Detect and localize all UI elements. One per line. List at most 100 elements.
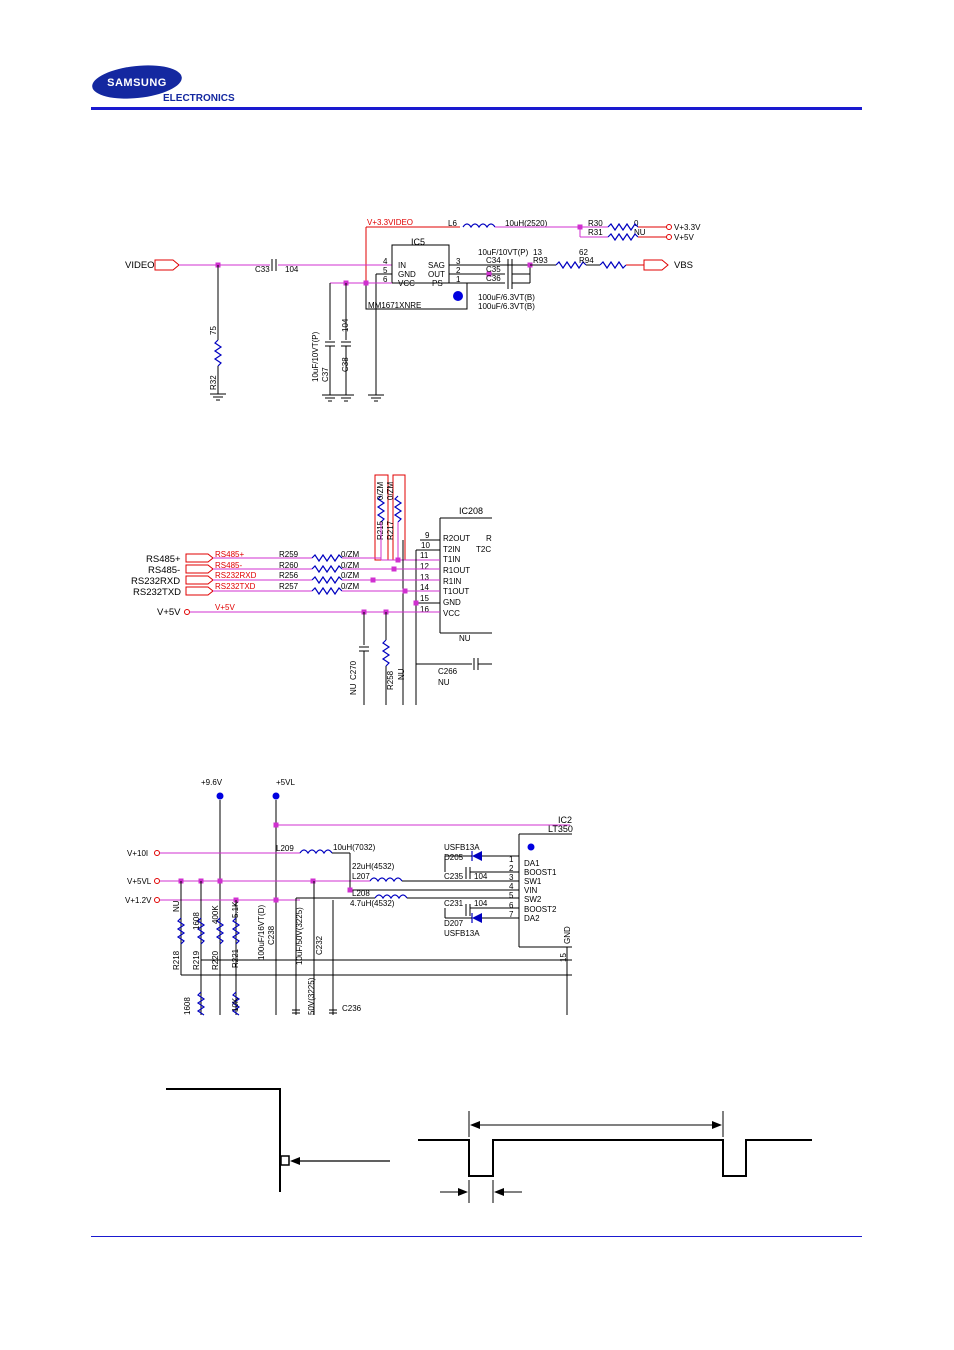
ic5-pin-num-3: 3: [456, 257, 461, 266]
period-arrow-left: [470, 1121, 480, 1129]
label-c231-value: 104: [474, 899, 488, 908]
label-r260: R260: [279, 561, 299, 570]
label-r259-value: 0/ZM: [341, 550, 360, 559]
net-v12v: V+1.2V: [125, 896, 152, 905]
ic2-pin-num-1: 1: [509, 855, 514, 864]
label-c37-value: 10uF/10VT(P): [311, 331, 320, 382]
net-v5: V+5V: [674, 233, 694, 242]
diode-d207: [472, 913, 482, 923]
inductor-l208: [374, 894, 408, 900]
ic208-pin-vcc: VCC: [443, 609, 460, 618]
label-c33-value: 104: [285, 265, 299, 274]
label-c266-value: NU: [438, 678, 450, 687]
ground-symbol: [322, 394, 384, 402]
label-l6-value: 10uH(2520): [505, 219, 548, 228]
inductor-l207: [369, 877, 403, 883]
label-r221: R221: [231, 948, 240, 968]
ic208-pin-num-10: 10: [421, 541, 430, 550]
label-50v3225: 50V(3225): [307, 977, 316, 1015]
netlabel-rs232txd: RS232TXD: [215, 582, 256, 591]
label-l209: L209: [276, 844, 294, 853]
junction-5vl: [273, 822, 279, 828]
ic2-pin-gnd: GND: [563, 926, 572, 944]
label-cap-b2: 100uF/6.3VT(B): [478, 302, 535, 311]
ic5-pin-out: OUT: [428, 270, 445, 279]
ic208-ref: IC208: [459, 506, 483, 516]
net-rs232txd: RS232TXD: [133, 587, 181, 598]
junction-r260: [391, 566, 397, 572]
netlabel-rs232rxd: RS232RXD: [215, 571, 257, 580]
ic2-pin-num-7: 7: [509, 910, 514, 919]
ic2-pin-15: 15: [559, 953, 568, 962]
label-r258-value: NU: [397, 668, 406, 680]
junction-r257: [402, 588, 408, 594]
label-cap-top: 10uF/10VT(P): [478, 248, 529, 257]
inductor-l6: [462, 223, 496, 229]
label-cap-b1: 100uF/6.3VT(B): [478, 293, 535, 302]
junction-r217: [395, 557, 401, 563]
ic208-pin-num-13: 13: [420, 573, 429, 582]
terminal-v33: [666, 224, 672, 230]
ic208-pin-t2c: T2C: [476, 545, 491, 554]
label-c33: C33: [255, 265, 270, 274]
junction-r30: [577, 224, 583, 230]
ic2-pin-num-4: 4: [509, 882, 514, 891]
label-c266: C266: [438, 667, 458, 676]
port-video: [154, 259, 180, 271]
ic5-pin1-dot: [453, 291, 463, 301]
ic208-pin-r1out: R1OUT: [443, 566, 470, 575]
ic5-pin-in: IN: [398, 261, 406, 270]
label-nu: NU: [172, 900, 181, 912]
resistor-r94: [555, 260, 587, 270]
label-r218: R218: [172, 950, 181, 970]
net-v33: V+3.3V: [674, 223, 701, 232]
period-arrow-right: [712, 1121, 722, 1129]
netlabel-rs485n: RS485-: [215, 561, 242, 570]
ic2-pin-da1: DA1: [524, 859, 540, 868]
label-1608-lower: 1608: [183, 997, 192, 1015]
label-r31-value: NU: [634, 228, 646, 237]
diode-d205: [472, 851, 482, 861]
terminal-v5: [666, 234, 672, 240]
ic2-part: LT350: [548, 824, 573, 834]
label-r94: R94: [579, 256, 594, 265]
samsung-logo-subtitle: ELECTRONICS: [163, 93, 235, 104]
net-v5vl: V+5VL: [127, 877, 152, 886]
label-r32: R32: [209, 375, 218, 390]
label-c38-value: 104: [341, 318, 350, 332]
label-r260-value: 0/ZM: [341, 561, 360, 570]
label-c238-value: 100uF/16VT(D): [257, 905, 266, 960]
ic208-pin-r: R: [486, 534, 492, 543]
ic5-pin-sag: SAG: [428, 261, 445, 270]
label-d205-part: USFB13A: [444, 843, 480, 852]
ic2-pin-sw1: SW1: [524, 877, 542, 886]
schematic-video-buffer: V+3.3VIDEO L6 10uH(2520) R30 0 R31 NU V+…: [125, 218, 701, 402]
terminal-v5v: [184, 609, 190, 615]
label-cap-top-pin: 13: [533, 248, 542, 257]
label-r259: R259: [279, 550, 299, 559]
resistor-r215: [376, 495, 386, 523]
label-c232-value: 10uF/50V(3225): [295, 907, 304, 965]
resistor-r260: [311, 564, 343, 574]
junction-l207: [310, 878, 316, 884]
port-rs485p: [185, 553, 214, 563]
resistor-r221: [231, 917, 241, 945]
port-vbs: [643, 259, 669, 271]
ic5-pin-gnd: GND: [398, 270, 416, 279]
port-rs232txd: [185, 586, 214, 596]
schematic-power-supply: +9.6V +5VL IC2 LT350 DA1 BOOST1 SW1 VIN …: [125, 778, 573, 1016]
rail-9v6: +9.6V: [201, 778, 223, 787]
label-r220: R220: [211, 950, 220, 970]
ic5-ref: IC5: [411, 237, 425, 247]
sample-point-arrowhead: [290, 1157, 300, 1165]
junction-gnd: [413, 600, 419, 606]
samsung-logo-word: SAMSUNG: [107, 77, 167, 89]
ic208-pin-num-12: 12: [420, 562, 429, 571]
label-10k: 10K: [231, 997, 240, 1012]
terminal-v5vl: [154, 878, 160, 884]
ic2-pin-num-2: 2: [509, 864, 514, 873]
ic2-pin-num-3: 3: [509, 873, 514, 882]
ic5-pin-num-4: 4: [383, 257, 388, 266]
label-1608: 1608: [192, 912, 201, 930]
